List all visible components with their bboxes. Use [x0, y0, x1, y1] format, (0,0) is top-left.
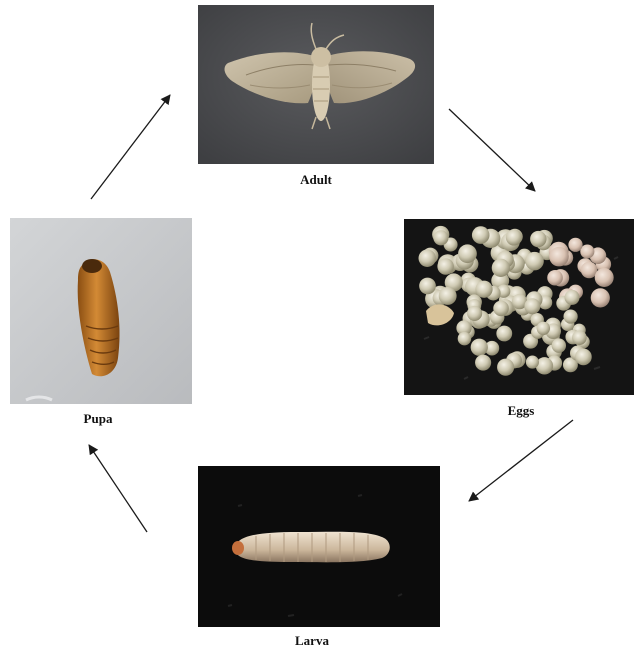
- arrow-pupa-to-adult: [91, 95, 170, 199]
- arrow-larva-to-pupa: [89, 445, 147, 532]
- arrow-adult-to-eggs: [449, 109, 535, 191]
- arrow-eggs-to-larva: [469, 420, 573, 501]
